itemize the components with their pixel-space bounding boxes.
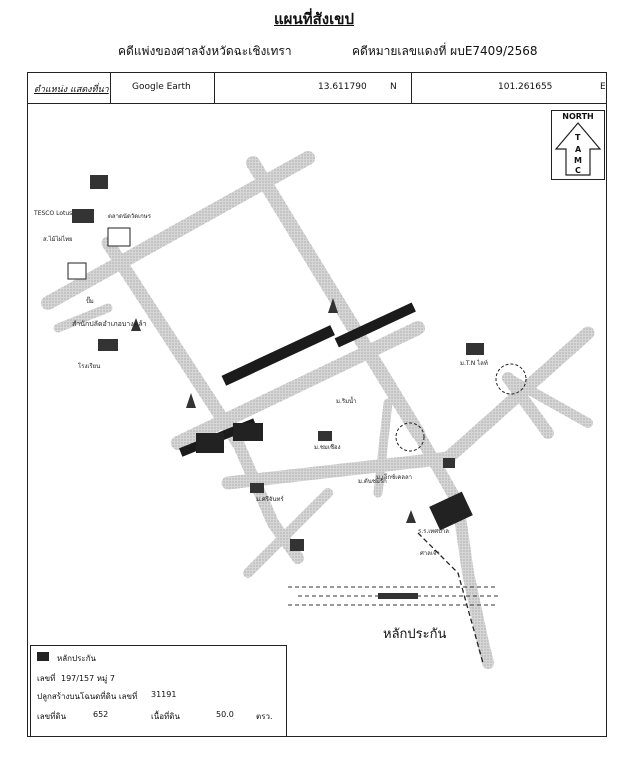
building-icon	[290, 539, 304, 551]
car-icon	[466, 343, 484, 355]
legend-swatch	[37, 652, 49, 661]
place-label: ร.ร.เทศบาล	[418, 528, 449, 535]
place-label: โรงเรียน	[78, 362, 100, 370]
road	[412, 427, 494, 669]
north-label: NORTH	[562, 112, 594, 121]
source-label: Google Earth	[132, 82, 191, 92]
place-label: ตลาดนัดวัดเกษร	[108, 213, 152, 220]
north-arrow-icon	[554, 122, 602, 176]
area-unit-label: เนื้อที่ดิน	[151, 712, 180, 721]
building-block	[233, 423, 263, 441]
building-icon	[90, 175, 108, 189]
latitude-dir: N	[390, 82, 397, 92]
place-label: ม.ริมน้ำ	[336, 395, 357, 405]
road	[232, 437, 304, 564]
car-icon	[98, 339, 118, 351]
building-outline	[67, 262, 87, 280]
building-icon	[443, 458, 455, 468]
landmark-icons	[72, 175, 484, 551]
collateral-map-label: หลักประกัน	[383, 627, 447, 642]
highlighted-road	[334, 302, 416, 348]
roundabout	[495, 363, 527, 395]
car-icon	[318, 431, 332, 441]
longitude-dir: E	[600, 82, 606, 92]
compass-letter: T	[575, 133, 581, 142]
building-block	[196, 433, 224, 453]
road	[171, 321, 425, 450]
location-label: ตำแหน่ง แสดงที่นา	[34, 85, 109, 95]
place-label: ศาลเจ้า	[420, 550, 440, 557]
latitude-value: 13.611790	[318, 82, 367, 92]
road	[246, 156, 425, 440]
place-label: ม.ศรีจันทร์	[256, 495, 284, 503]
deed-value: 197/157 หมู่ 7	[61, 674, 115, 683]
place-label: ม.ชมเชือง	[314, 443, 341, 451]
road	[101, 236, 245, 450]
place-label: ม.T.N ไลท์	[460, 359, 488, 367]
place-label: ม.เอ็กซ์เคลลา	[376, 472, 412, 481]
place-label: ปั๊ม	[86, 296, 94, 305]
longitude-value: 101.261655	[498, 82, 553, 92]
collateral-plot	[429, 491, 473, 531]
street-map: TESCO Lotus ส.ไม้ไผ่ไทย ตลาดนัดวัดเกษร ป…	[33, 151, 595, 669]
page-title: แผนที่สังเขป	[274, 10, 354, 28]
area-size: 50.0	[216, 710, 234, 719]
highlighted-road	[221, 325, 335, 386]
legend-item: หลักประกัน	[57, 654, 97, 663]
road	[503, 373, 593, 428]
legend-box: หลักประกัน เลขที่ 197/157 หมู่ 7 ปลูกสร้…	[30, 645, 287, 737]
north-arrow: NORTH T A M C	[551, 110, 605, 180]
land-value: 31191	[151, 690, 177, 699]
store-icon	[72, 209, 94, 223]
area-label: เลขที่ดิน	[37, 712, 67, 721]
temple-icon	[186, 393, 196, 408]
area-unit: ตรว.	[256, 712, 273, 721]
case-number-caption: คดีหมายเลขแดงที่ ผบE7409/2568	[352, 44, 538, 58]
place-label: TESCO Lotus	[33, 210, 72, 217]
temple-icon	[406, 510, 416, 523]
coordinate-bar: ตำแหน่ง แสดงที่นา Google Earth 13.611790…	[28, 73, 606, 104]
compass-letter: C	[575, 166, 581, 175]
land-label: ปลูกสร้างบนโฉนดที่ดิน เลขที่	[37, 692, 138, 701]
place-label: ส.ไม้ไผ่ไทย	[43, 235, 73, 243]
route-line	[417, 532, 484, 664]
temple-icon	[131, 318, 141, 331]
compass-letter: A	[575, 145, 582, 154]
road	[243, 488, 333, 578]
railway	[288, 586, 498, 606]
map-sheet: ตำแหน่ง แสดงที่นา Google Earth 13.611790…	[27, 72, 607, 737]
roundabout	[395, 422, 425, 452]
court-caption: คดีแพ่งของศาลจังหวัดฉะเชิงเทรา	[118, 44, 292, 58]
area-value: 652	[93, 710, 109, 719]
compass-letter: M	[574, 156, 582, 165]
place-label: ม.ตันชมรัก	[358, 478, 387, 485]
deed-label: เลขที่	[37, 674, 56, 683]
road	[373, 398, 393, 498]
road	[53, 303, 113, 333]
building-outline	[107, 227, 131, 247]
place-label: สำนักปลัดอำเภอบางคล้า	[72, 320, 147, 328]
temple-icon	[328, 298, 338, 313]
car-icon	[250, 483, 264, 493]
